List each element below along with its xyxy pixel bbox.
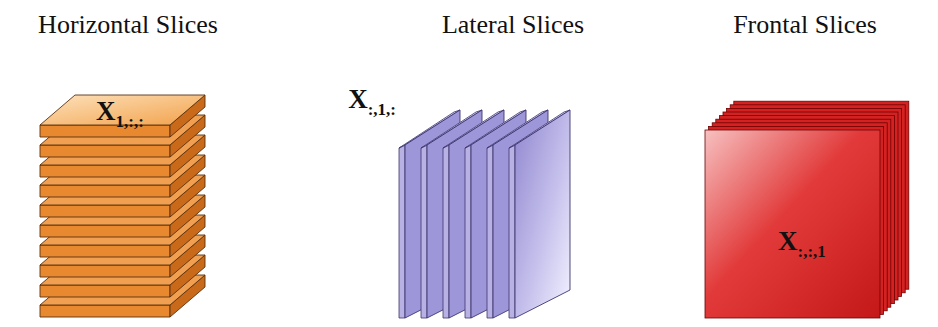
slice-edge [487, 145, 493, 318]
slice-front-face [40, 305, 170, 317]
slice-label: X:,1,: [348, 86, 396, 113]
slice-front-face [40, 125, 170, 137]
slice-front-face [40, 145, 170, 157]
slice-front-face [40, 285, 170, 297]
index-subscript: :,1,: [368, 100, 396, 119]
slice-front-face [40, 185, 170, 197]
tensor-symbol: X [778, 226, 798, 256]
index-subscript: 1,:,: [116, 112, 144, 131]
slice-edge [509, 145, 515, 318]
slice-front-face [40, 165, 170, 177]
slice-label: X1,:,: [96, 98, 144, 125]
slice-front-face [40, 265, 170, 277]
tensor-symbol: X [96, 96, 116, 126]
slice-face [515, 110, 570, 318]
slice-front-face [40, 205, 170, 217]
index-subscript: :,:,1 [798, 242, 826, 261]
tensor-symbol: X [348, 84, 368, 114]
panel-heading: Horizontal Slices [38, 10, 218, 40]
slice-edge [399, 145, 405, 318]
slice-edge [421, 145, 427, 318]
horizontal-slices-figure [40, 95, 205, 317]
slice-front-face [40, 225, 170, 237]
slice-edge [443, 145, 449, 318]
slice-edge [465, 145, 471, 318]
panel-heading: Frontal Slices [733, 10, 877, 40]
slice-front-face [40, 245, 170, 257]
frontal-slices-figure [705, 101, 909, 318]
slice-face [705, 130, 880, 318]
slice-label: X:,:,1 [778, 228, 826, 255]
lateral-slices-figure [399, 110, 570, 318]
panel-heading: Lateral Slices [442, 10, 584, 40]
